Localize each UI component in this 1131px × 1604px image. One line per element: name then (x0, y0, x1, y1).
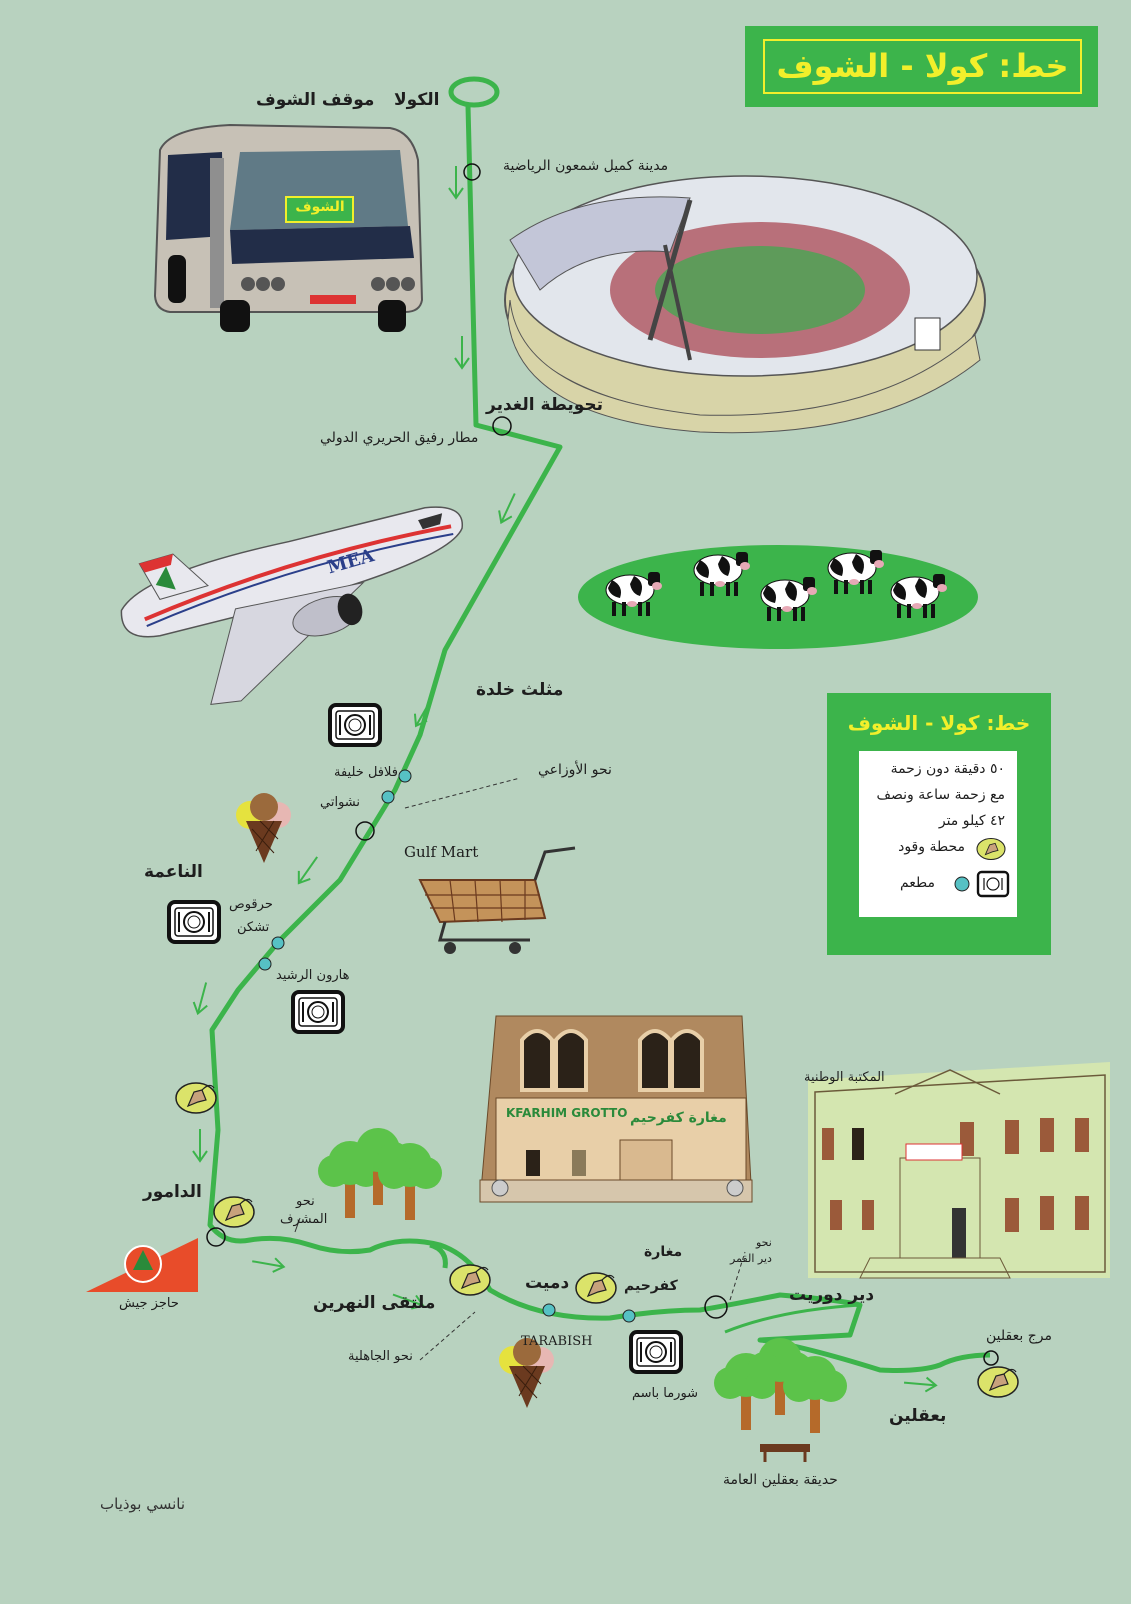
direction-arrow (190, 979, 214, 1017)
stop-circle (463, 163, 481, 181)
stadium-illustration (504, 175, 986, 434)
artist-signature: نانسي بوذياب (100, 1495, 186, 1513)
legend-restaurant: مطعم (899, 875, 935, 891)
restaurant-dot (622, 1309, 636, 1323)
route-branch (429, 1242, 448, 1269)
restaurant-icon (167, 900, 221, 944)
legend-distance: ٤٢ كيلو متر (938, 813, 1005, 829)
legend-box: خط: كولا - الشوف ٥٠ دقيقة دون زحمة مع زح… (827, 693, 1051, 955)
label-toward-deir-qamar-1: نحو (756, 1236, 772, 1249)
label-national-library: المكتبة الوطنية (804, 1070, 885, 1085)
leader-line (294, 1217, 301, 1233)
restaurant-dot-icon (954, 876, 970, 892)
leader-line (404, 777, 521, 809)
bus-destination-sign: الشوف (295, 199, 345, 215)
label-toward-mechref-2: المشرف (280, 1212, 328, 1227)
restaurant-icon (976, 870, 1010, 898)
stop-label-damour: الدامور (143, 1182, 202, 1202)
stop-label-haroun: هارون الرشيد (276, 968, 350, 983)
route-start-loop (448, 76, 500, 108)
restaurant-dot (398, 769, 412, 783)
bus-illustration (153, 123, 424, 332)
label-public-park: حديقة بعقلين العامة (723, 1472, 838, 1488)
shopping-cart-illustration (418, 846, 576, 954)
stop-label-grotto: مغارة (644, 1244, 683, 1260)
fuel-station-icon (575, 1272, 617, 1304)
legend-title: خط: كولا - الشوف (847, 711, 1031, 735)
route-title: خط: كولا - الشوف (776, 47, 1069, 85)
stop-label-grotto-2: كفرحيم (624, 1278, 678, 1294)
grotto-sign-ar: مغارة كفرحيم (630, 1110, 727, 1126)
restaurant-icon (629, 1330, 683, 1374)
legend-fuel: محطة وقود (898, 839, 965, 855)
route-branch (724, 1303, 861, 1334)
army-checkpoint-icon (86, 1238, 198, 1292)
restaurant-icon (328, 703, 382, 747)
airplane-illustration: MEA (120, 506, 463, 705)
stop-label-marj: مرج بعقلين (986, 1328, 1052, 1344)
trees-illustration (318, 1128, 442, 1220)
leader-line (419, 1311, 476, 1361)
stop-circle (983, 1350, 999, 1366)
stop-label-falafel: فلافل خليفة (334, 765, 398, 780)
route-line (207, 105, 991, 1373)
stop-label-confluence: ملتقى النهرين (313, 1293, 436, 1313)
label-gulf-mart: Gulf Mart (404, 843, 479, 861)
stop-label-airport: مطار رفيق الحريري الدولي (320, 430, 479, 446)
legend-no-traffic: ٥٠ دقيقة دون زحمة (890, 761, 1005, 777)
stop-label-stadium: مدينة كميل شمعون الرياضية (503, 158, 669, 174)
stop-label-ghadir: تحويطة الغدير (486, 395, 604, 415)
grotto-illustration (479, 1015, 753, 1203)
restaurant-icon (291, 990, 345, 1034)
label-shawarma: شورما باسم (632, 1386, 699, 1401)
restaurant-dot (381, 790, 395, 804)
legend-card: ٥٠ دقيقة دون زحمة مع زحمة ساعة ونصف ٤٢ ك… (859, 751, 1017, 917)
label-toward-ouzai: نحو الأوزاعي (538, 762, 612, 778)
restaurant-dot (258, 957, 272, 971)
stop-circle (704, 1295, 728, 1319)
stop-label-harqous-2: تشكن (237, 920, 270, 935)
national-library-illustration (808, 1062, 1110, 1279)
restaurant-dot (542, 1303, 556, 1317)
stop-label-harqous: حرقوص (229, 897, 273, 912)
label-army-checkpoint: حاجز جيش (119, 1296, 179, 1311)
route-title-box: خط: كولا - الشوف (745, 26, 1098, 107)
restaurant-dot (271, 936, 285, 950)
stop-label-baakline: بعقلين (889, 1406, 947, 1426)
fuel-station-icon (977, 1366, 1019, 1398)
stop-label-cola: الكولا (394, 90, 440, 110)
label-toward-mechref-1: نحو (296, 1194, 315, 1209)
park-trees-illustration (714, 1338, 847, 1462)
direction-arrow (192, 1128, 208, 1162)
label-toward-deir-qamar-2: دير القمر (730, 1252, 772, 1265)
label-tarabish: TARABISH (521, 1334, 593, 1349)
fuel-station-icon (175, 1082, 217, 1114)
grotto-sign-en: KFARHIM GROTTO (506, 1106, 628, 1120)
stop-label-damit: دميت (525, 1273, 570, 1293)
stop-label-khalde: مثلث خلدة (476, 680, 564, 700)
stop-label-naameh: الناعمة (144, 862, 203, 882)
stop-label-nashawati: نشواتي (320, 795, 360, 810)
direction-arrow (902, 1374, 938, 1394)
stop-circle (492, 416, 512, 436)
fuel-station-icon (213, 1196, 255, 1228)
fuel-station-icon (449, 1264, 491, 1296)
stop-label-deir-dourit: دير دوريت (789, 1285, 875, 1305)
label-toward-jahiliyeh: نحو الجاهلية (348, 1349, 413, 1364)
cows-pasture-illustration (578, 545, 978, 649)
stop-label-chouf: موقف الشوف (256, 90, 375, 110)
stop-circle (355, 821, 375, 841)
ice-cream-icon (235, 792, 292, 864)
direction-arrow (448, 165, 464, 199)
direction-arrow (292, 851, 324, 889)
stop-circle (206, 1227, 226, 1247)
leader-line (729, 1251, 746, 1301)
direction-arrow (454, 335, 470, 369)
fuel-station-icon (976, 837, 1006, 861)
legend-icons (954, 837, 1010, 898)
legend-traffic: مع زحمة ساعة ونصف (876, 787, 1005, 803)
direction-arrow (250, 1253, 286, 1275)
